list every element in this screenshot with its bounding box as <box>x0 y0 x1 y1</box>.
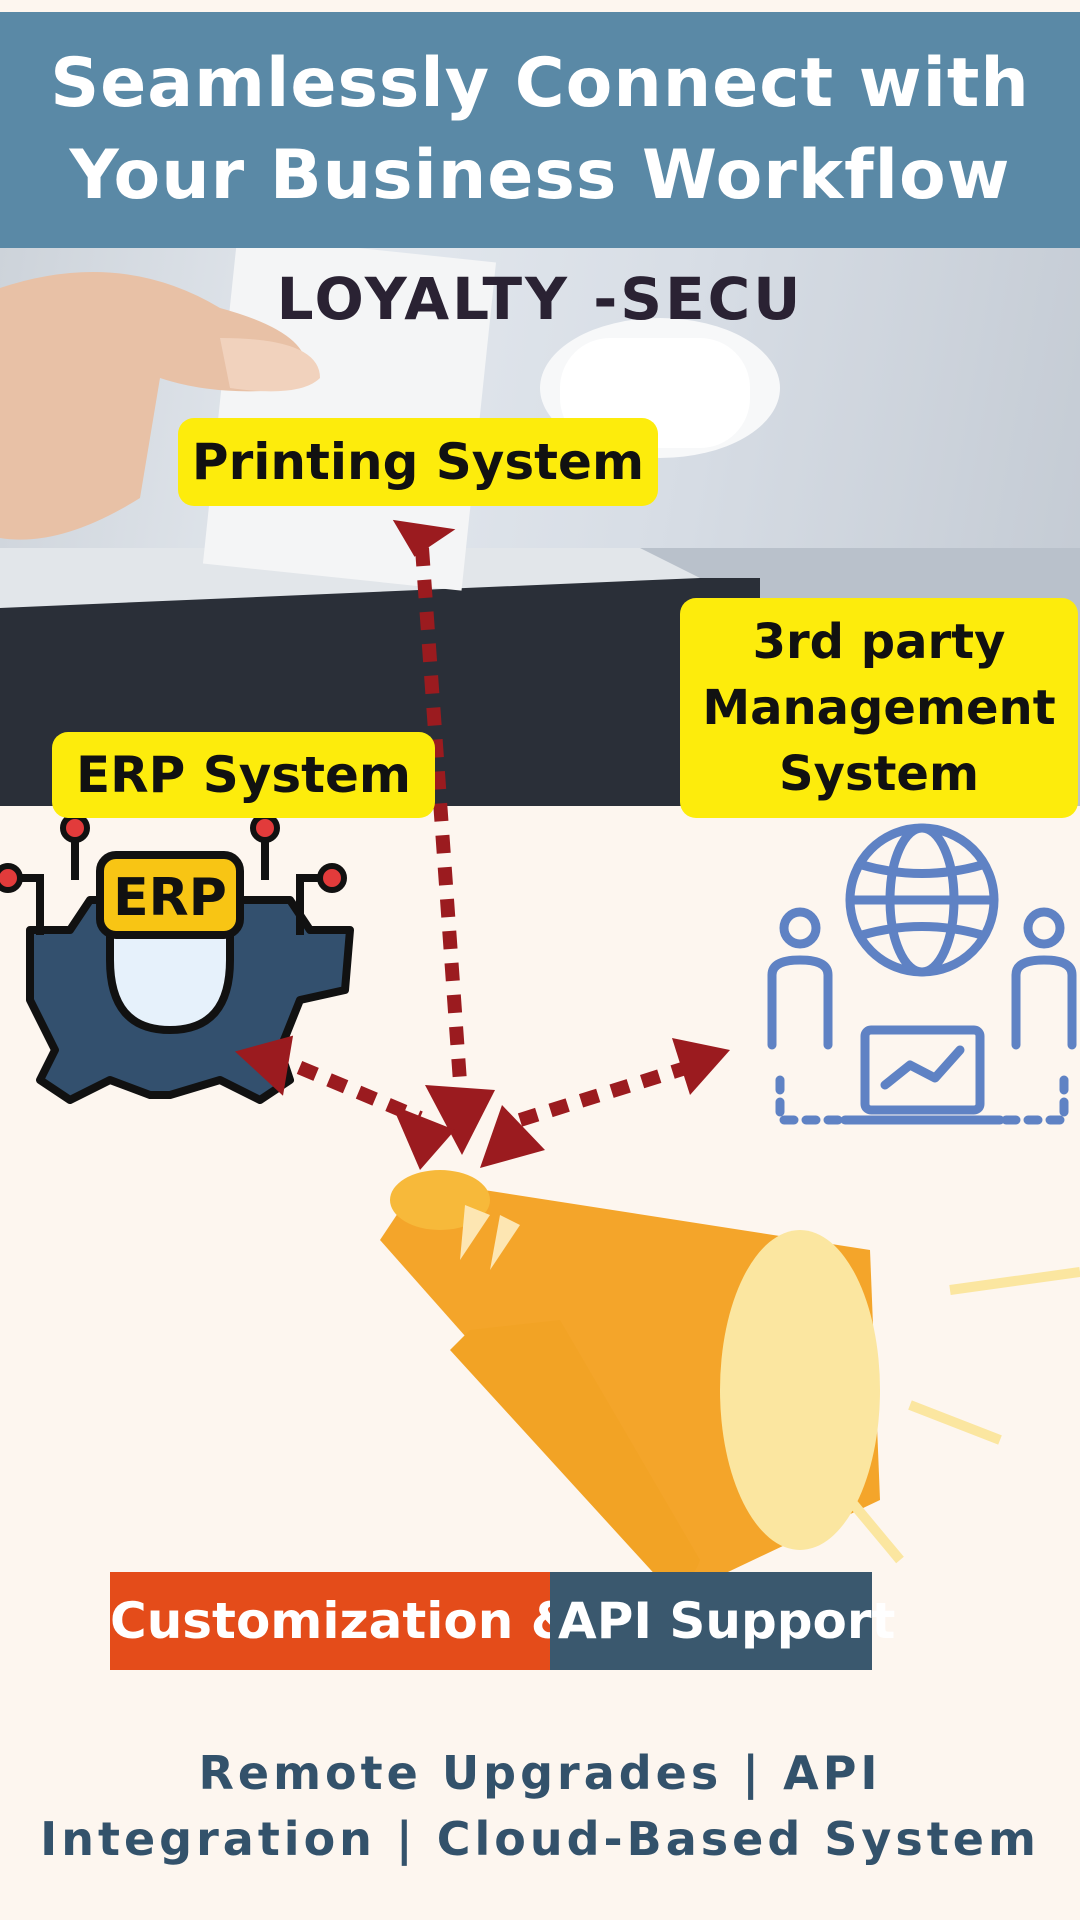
footer-line2: Integration | Cloud-Based System <box>40 1812 1040 1866</box>
header-banner: Seamlessly Connect with Your Business Wo… <box>0 12 1080 248</box>
management-system-icon <box>767 823 1077 1125</box>
arrowhead-printing <box>392 519 456 557</box>
erp-icon-text: ERP <box>113 868 227 928</box>
receipt-printer-photo <box>0 248 1080 806</box>
header-title-line2: Your Business Workflow <box>69 136 1011 215</box>
arrowhead-erp <box>234 1035 294 1096</box>
footer-features: Remote Upgrades | API Integration | Clou… <box>0 1740 1080 1872</box>
banner-left-text: Customization & <box>110 1572 574 1670</box>
arrowhead-center-top <box>425 1085 495 1155</box>
megaphone-icon <box>380 1170 1080 1590</box>
banner-right-text: API Support <box>550 1572 895 1670</box>
arrowhead-management <box>672 1038 730 1095</box>
feature-banner: Customization & API Support <box>110 1572 895 1670</box>
connection-arrows <box>267 547 698 1127</box>
third-party-line2: Management <box>702 680 1056 736</box>
arrowhead-center-right <box>480 1105 545 1168</box>
header-title-line1: Seamlessly Connect with <box>50 44 1030 123</box>
arrowhead-center-left <box>392 1105 455 1170</box>
printing-system-label: Printing System <box>178 418 658 506</box>
erp-system-label: ERP System <box>52 732 435 818</box>
third-party-system-label: 3rd party Management System <box>680 598 1078 818</box>
erp-gear-icon: ERP <box>0 813 354 1104</box>
arrowheads <box>234 519 730 1170</box>
third-party-line1: 3rd party <box>752 614 1006 670</box>
brand-logo: LOYALTY -SECU <box>276 265 804 333</box>
footer-line1: Remote Upgrades | API <box>198 1746 882 1800</box>
third-party-line3: System <box>779 746 979 802</box>
